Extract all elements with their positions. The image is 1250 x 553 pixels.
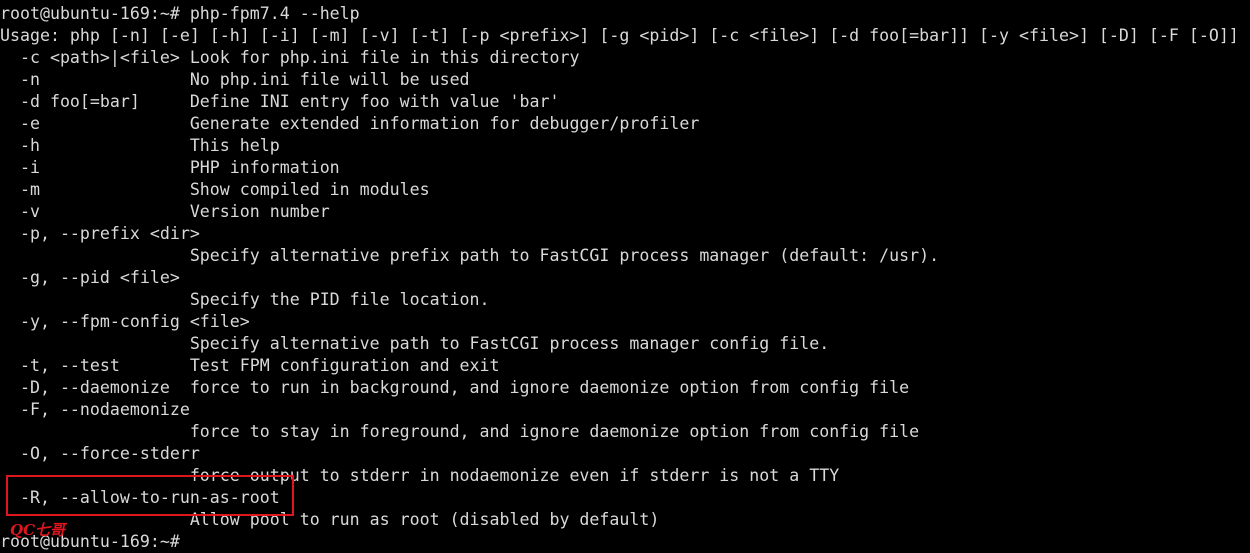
terminal-line-option-e: -e Generate extended information for deb…	[0, 114, 700, 133]
terminal-line-option-R: -R, --allow-to-run-as-root	[0, 488, 280, 507]
terminal-cursor	[190, 532, 200, 550]
terminal-line-option-c: -c <path>|<file> Look for php.ini file i…	[0, 48, 580, 67]
terminal-line-option-O-desc: force output to stderr in nodaemonize ev…	[0, 466, 840, 485]
terminal-line-option-n: -n No php.ini file will be used	[0, 70, 470, 89]
terminal-line-option-g: -g, --pid <file>	[0, 268, 180, 287]
terminal-output[interactable]: root@ubuntu-169:~# php-fpm7.4 --help Usa…	[0, 3, 1250, 552]
terminal-line-command: root@ubuntu-169:~# php-fpm7.4 --help	[0, 4, 360, 23]
terminal-line-option-v: -v Version number	[0, 202, 330, 221]
terminal-line-option-t: -t, --test Test FPM configuration and ex…	[0, 356, 500, 375]
terminal-line-usage: Usage: php [-n] [-e] [-h] [-i] [-m] [-v]…	[0, 26, 1239, 45]
terminal-line-option-F: -F, --nodaemonize	[0, 400, 190, 419]
terminal-line-option-O: -O, --force-stderr	[0, 444, 200, 463]
terminal-line-option-d: -d foo[=bar] Define INI entry foo with v…	[0, 92, 560, 111]
terminal-line-option-y-desc: Specify alternative path to FastCGI proc…	[0, 334, 830, 353]
terminal-line-option-D: -D, --daemonize force to run in backgrou…	[0, 378, 910, 397]
highlight-annotation-box	[6, 475, 294, 516]
terminal-line-option-F-desc: force to stay in foreground, and ignore …	[0, 422, 920, 441]
terminal-line-prompt[interactable]: root@ubuntu-169:~#	[0, 531, 1250, 553]
terminal-line-option-p: -p, --prefix <dir>	[0, 224, 200, 243]
terminal-line-option-m: -m Show compiled in modules	[0, 180, 430, 199]
terminal-prompt: root@ubuntu-169:~#	[0, 532, 190, 551]
terminal-line-option-p-desc: Specify alternative prefix path to FastC…	[0, 246, 940, 265]
terminal-line-option-h: -h This help	[0, 136, 280, 155]
terminal-line-option-y: -y, --fpm-config <file>	[0, 312, 250, 331]
watermark-logo: QC七哥	[10, 521, 66, 539]
terminal-line-option-i: -i PHP information	[0, 158, 340, 177]
terminal-line-option-g-desc: Specify the PID file location.	[0, 290, 490, 309]
